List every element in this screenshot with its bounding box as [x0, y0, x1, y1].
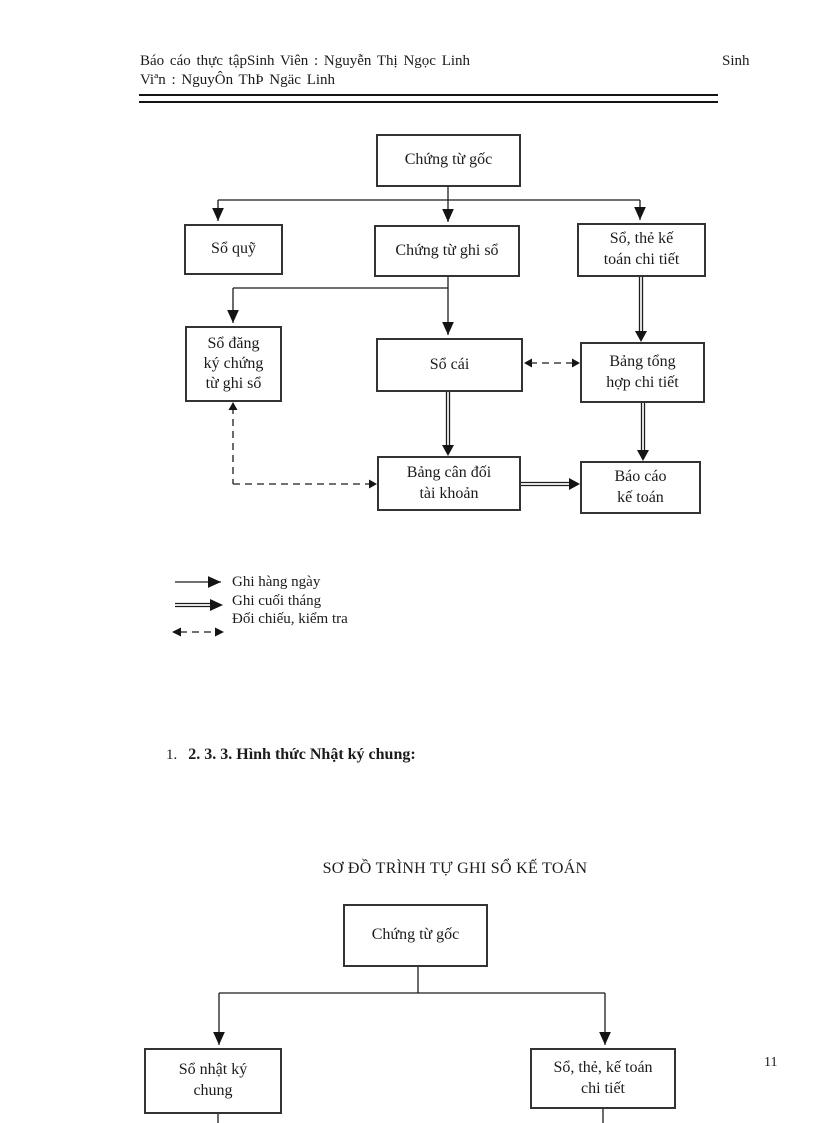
chart2-box-chung-tu-goc: Chứng từ gốc — [343, 904, 488, 967]
chart1-box-bao-cao: Báo cáo kế toán — [580, 461, 701, 514]
chart2-box-so-nhat-ky-chung: Sổ nhật ký chung — [144, 1048, 282, 1114]
header-double-rule — [139, 94, 718, 103]
chart2-box-so-the-ke-toan: Sổ, thẻ, kế toán chi tiết — [530, 1048, 676, 1109]
section-heading: 1. 2. 3. 3. Hình thức Nhật ký chung: — [166, 746, 416, 764]
chart1-box-bang-tong-hop: Bảng tổng hợp chi tiết — [580, 342, 705, 403]
chart1-box-so-the-ke-toan: Sổ, thẻ kế toán chi tiết — [577, 223, 706, 277]
header-line2: Viªn : NguyÔn ThÞ Ngäc Linh — [140, 72, 336, 88]
page-number: 11 — [764, 1055, 778, 1070]
chart1-box-so-dang-ky: Sổ đăng ký chứng từ ghi sổ — [185, 326, 282, 402]
header-line1: Báo cáo thực tậpSinh Viên : Nguyễn Thị N… — [140, 53, 471, 69]
section-heading-text: 2. 3. 3. Hình thức Nhật ký chung: — [188, 746, 416, 763]
chart1-box-bang-can-doi: Bảng cân đối tài khoản — [377, 456, 521, 511]
legend-arrow-icons — [172, 576, 224, 637]
chart1-box-so-quy: Sổ quỹ — [184, 224, 283, 275]
chart2-title: SƠ ĐỒ TRÌNH TỰ GHI SỔ KẾ TOÁN — [322, 860, 588, 877]
legend-dashed-arrow-icon — [172, 627, 224, 637]
legend-label-ghi-hang-ngay: Ghi hàng ngày — [232, 574, 321, 590]
legend-label-doi-chieu-kiem-tra: Đối chiếu, kiểm tra — [232, 611, 348, 627]
section-heading-number: 1. — [166, 747, 178, 763]
header-line1-right: Sinh — [722, 53, 750, 69]
chart1-box-chung-tu-ghi-so: Chứng từ ghi sổ — [374, 225, 520, 277]
legend-double-arrow-icon — [175, 599, 223, 611]
chart1-box-chung-tu-goc: Chứng từ gốc — [376, 134, 521, 187]
legend-label-ghi-cuoi-thang: Ghi cuối tháng — [232, 593, 322, 609]
chart1-box-so-cai: Sổ cái — [376, 338, 523, 392]
